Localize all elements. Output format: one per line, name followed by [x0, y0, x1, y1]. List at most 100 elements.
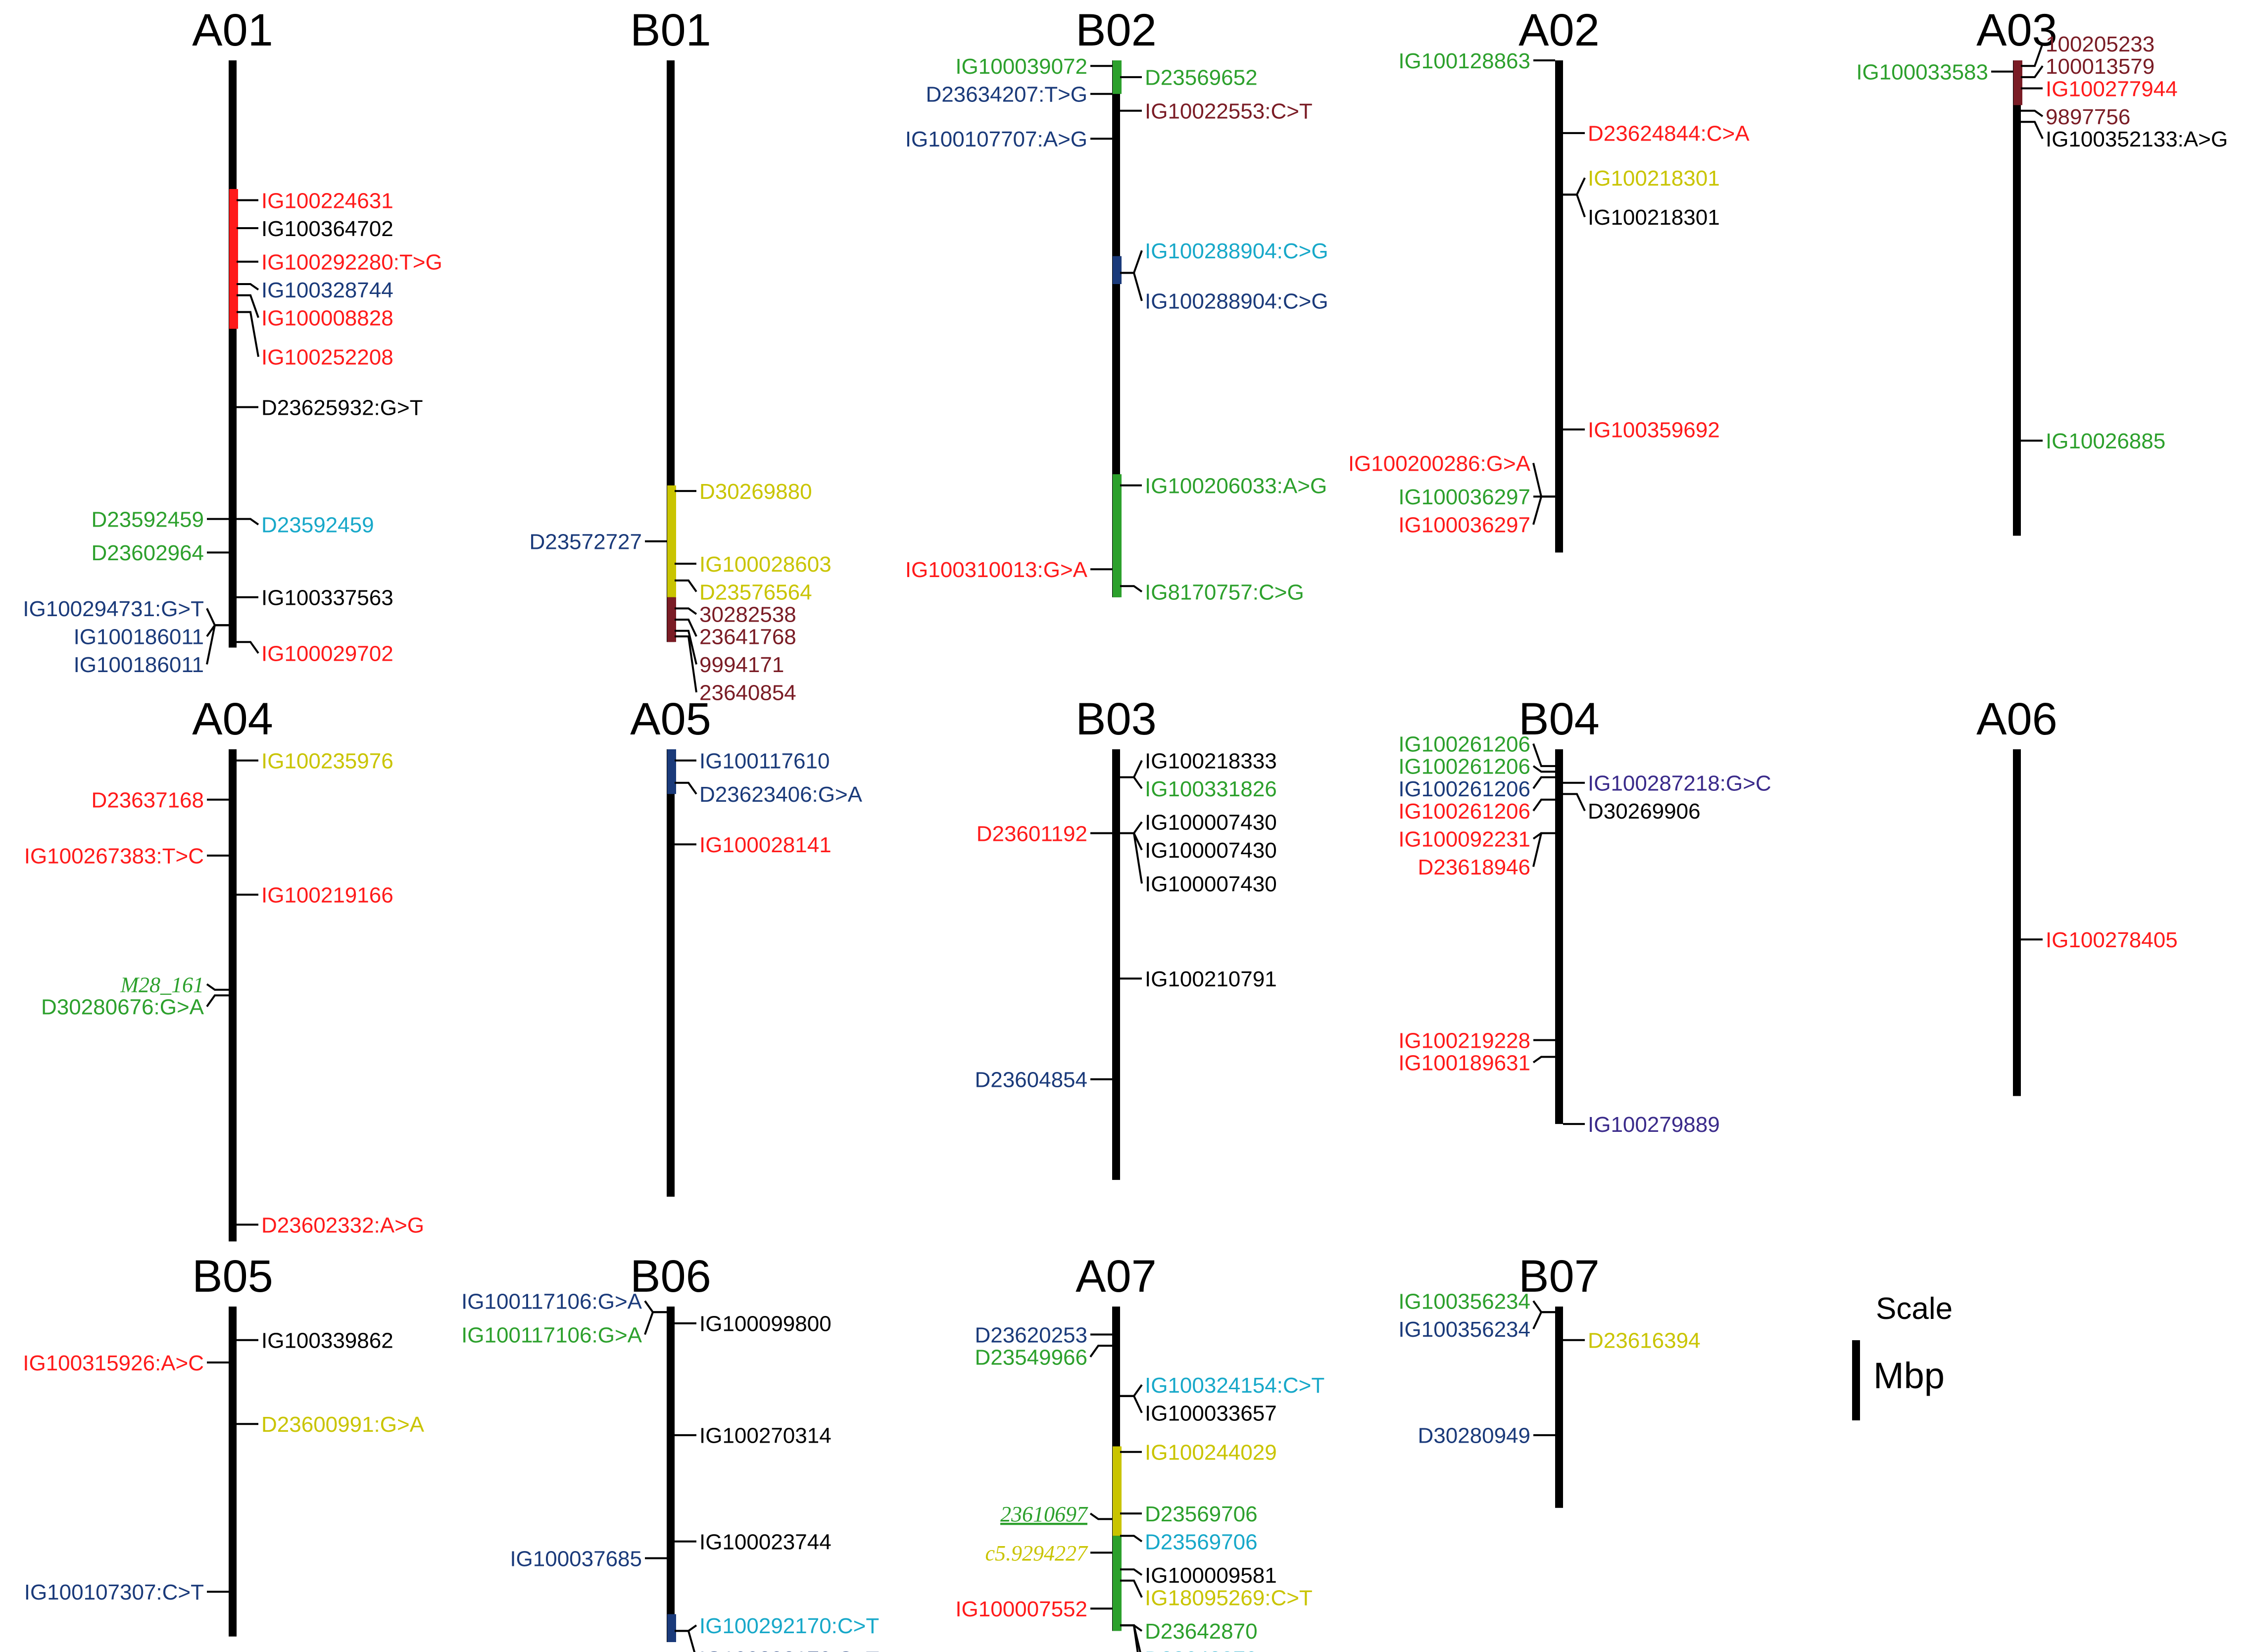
marker-label: IG100210791: [1145, 967, 1277, 991]
marker-label: IG100008828: [261, 306, 393, 331]
marker-label: IG100292280:T>G: [261, 250, 442, 275]
marker-tick: [1120, 821, 1143, 834]
marker-label: D23620253: [975, 1323, 1087, 1347]
chromosome-a02: A02IG100128863D23624844:C>AIG100218301IG…: [1348, 5, 1750, 553]
marker-label: IG100117610: [699, 749, 830, 773]
marker-label: IG10026885: [2046, 429, 2165, 453]
chromosome-title: B02: [1076, 5, 1157, 55]
chromosome-a04: A04IG100235976D23637168IG100267383:T>CIG…: [24, 694, 424, 1242]
marker-label: IG100128863: [1398, 49, 1530, 73]
marker-tick: [675, 635, 697, 693]
chromosome-bar: [667, 1307, 675, 1642]
marker-tick: [1532, 1311, 1555, 1330]
marker-label: IG100364702: [261, 217, 393, 241]
marker-label: IG100039072: [955, 54, 1087, 79]
chromosome-title: A07: [1076, 1251, 1157, 1302]
qtl-region-block: [1113, 474, 1122, 597]
marker-label: D23642870: [1145, 1619, 1258, 1644]
marker-tick: [206, 624, 229, 637]
scale-bar: [1852, 1340, 1860, 1420]
marker-tick: [1532, 495, 1555, 525]
marker-tick: [675, 619, 697, 637]
marker-tick: [1532, 1300, 1555, 1313]
chromosome-bar: [229, 1307, 237, 1637]
marker-label: D23600991:G>A: [261, 1412, 425, 1437]
marker-tick: [675, 781, 697, 795]
marker-label: D23616394: [1588, 1329, 1701, 1353]
marker-tick: [237, 518, 259, 526]
marker-tick: [206, 608, 229, 627]
marker-label: IG100117106:G>A: [461, 1290, 642, 1314]
marker-label: IG100107307:C>T: [24, 1580, 204, 1604]
qtl-region-block: [667, 1614, 676, 1642]
chromosome-title: A01: [192, 5, 273, 55]
marker-label: IG100261206: [1398, 732, 1530, 757]
marker-label: IG100117106:G>A: [461, 1323, 642, 1347]
marker-tick: [2021, 65, 2044, 78]
qtl-region-block: [667, 749, 676, 794]
marker-label: IG100023744: [699, 1530, 832, 1554]
chromosome-bar: [2013, 749, 2021, 1096]
qtl-region-block: [667, 597, 676, 642]
marker-label: IG18095269:C>T: [1145, 1586, 1313, 1610]
chromosome-bar: [667, 749, 675, 1197]
marker-label: IG100261206: [1398, 799, 1530, 824]
marker-label: D23623406:G>A: [699, 782, 863, 807]
marker-label: D23601192: [977, 822, 1087, 846]
marker-tick: [1120, 1384, 1143, 1397]
marker-label: IG100186011: [74, 625, 204, 649]
chromosome-bar: [1555, 1307, 1563, 1508]
chromosome-bar: [229, 60, 237, 648]
chromosome-bar: [1555, 749, 1563, 1124]
chromosome-title: A05: [630, 694, 711, 744]
marker-label: IG100218301: [1588, 166, 1720, 191]
marker-label: IG100356234: [1398, 1317, 1530, 1342]
marker-label: IG100331826: [1145, 777, 1277, 801]
marker-label: IG100328744: [261, 278, 393, 302]
marker-label: IG8170757:C>G: [1145, 580, 1304, 604]
marker-label: IG100033583: [1856, 60, 1988, 84]
marker-label: IG100092231: [1398, 827, 1530, 852]
marker-label: IG100292170:C>T: [699, 1614, 879, 1638]
marker-label: IG100028141: [699, 833, 832, 857]
marker-tick: [1563, 793, 1586, 812]
marker-label: D30269880: [699, 480, 812, 504]
marker-label: D23569706: [1145, 1530, 1258, 1554]
chromosome-a01: A01IG100224631IG100364702IG100292280:T>G…: [23, 5, 442, 677]
chromosome-b04: B04IG100261206IG100261206IG100287218:G>C…: [1398, 694, 1771, 1137]
marker-label: M28_161: [120, 972, 204, 997]
marker-tick: [1563, 194, 1586, 218]
marker-label: IG100339862: [261, 1329, 393, 1353]
marker-label: D23637168: [91, 788, 204, 813]
marker-label: IG100200286:G>A: [1348, 451, 1531, 476]
chromosome-title: B05: [192, 1251, 273, 1302]
marker-label: 100013579: [2046, 54, 2154, 79]
marker-label: D23618946: [1418, 855, 1530, 879]
chromosome-title: A02: [1518, 5, 1600, 55]
marker-label: 30282538: [699, 603, 796, 627]
marker-tick: [206, 994, 229, 1007]
marker-tick: [1120, 1535, 1143, 1543]
marker-tick: [644, 1311, 667, 1335]
marker-tick: [1089, 1512, 1112, 1520]
marker-label: IG100219166: [261, 883, 393, 908]
marker-label: 23641768: [699, 625, 796, 649]
marker-tick: [1120, 272, 1143, 301]
marker-tick: [1532, 743, 1555, 767]
marker-tick: [1120, 1624, 1139, 1652]
marker-tick: [1120, 250, 1143, 274]
marker-label: D23576564: [699, 580, 812, 604]
marker-tick: [1120, 1568, 1143, 1576]
marker-tick: [1120, 832, 1143, 884]
marker-label: IG10022553:C>T: [1145, 99, 1313, 124]
qtl-region-block: [1113, 256, 1122, 284]
marker-label: IG100033657: [1145, 1402, 1277, 1426]
marker-label: D23569706: [1145, 1502, 1258, 1526]
marker-label: IG100029702: [261, 642, 393, 666]
